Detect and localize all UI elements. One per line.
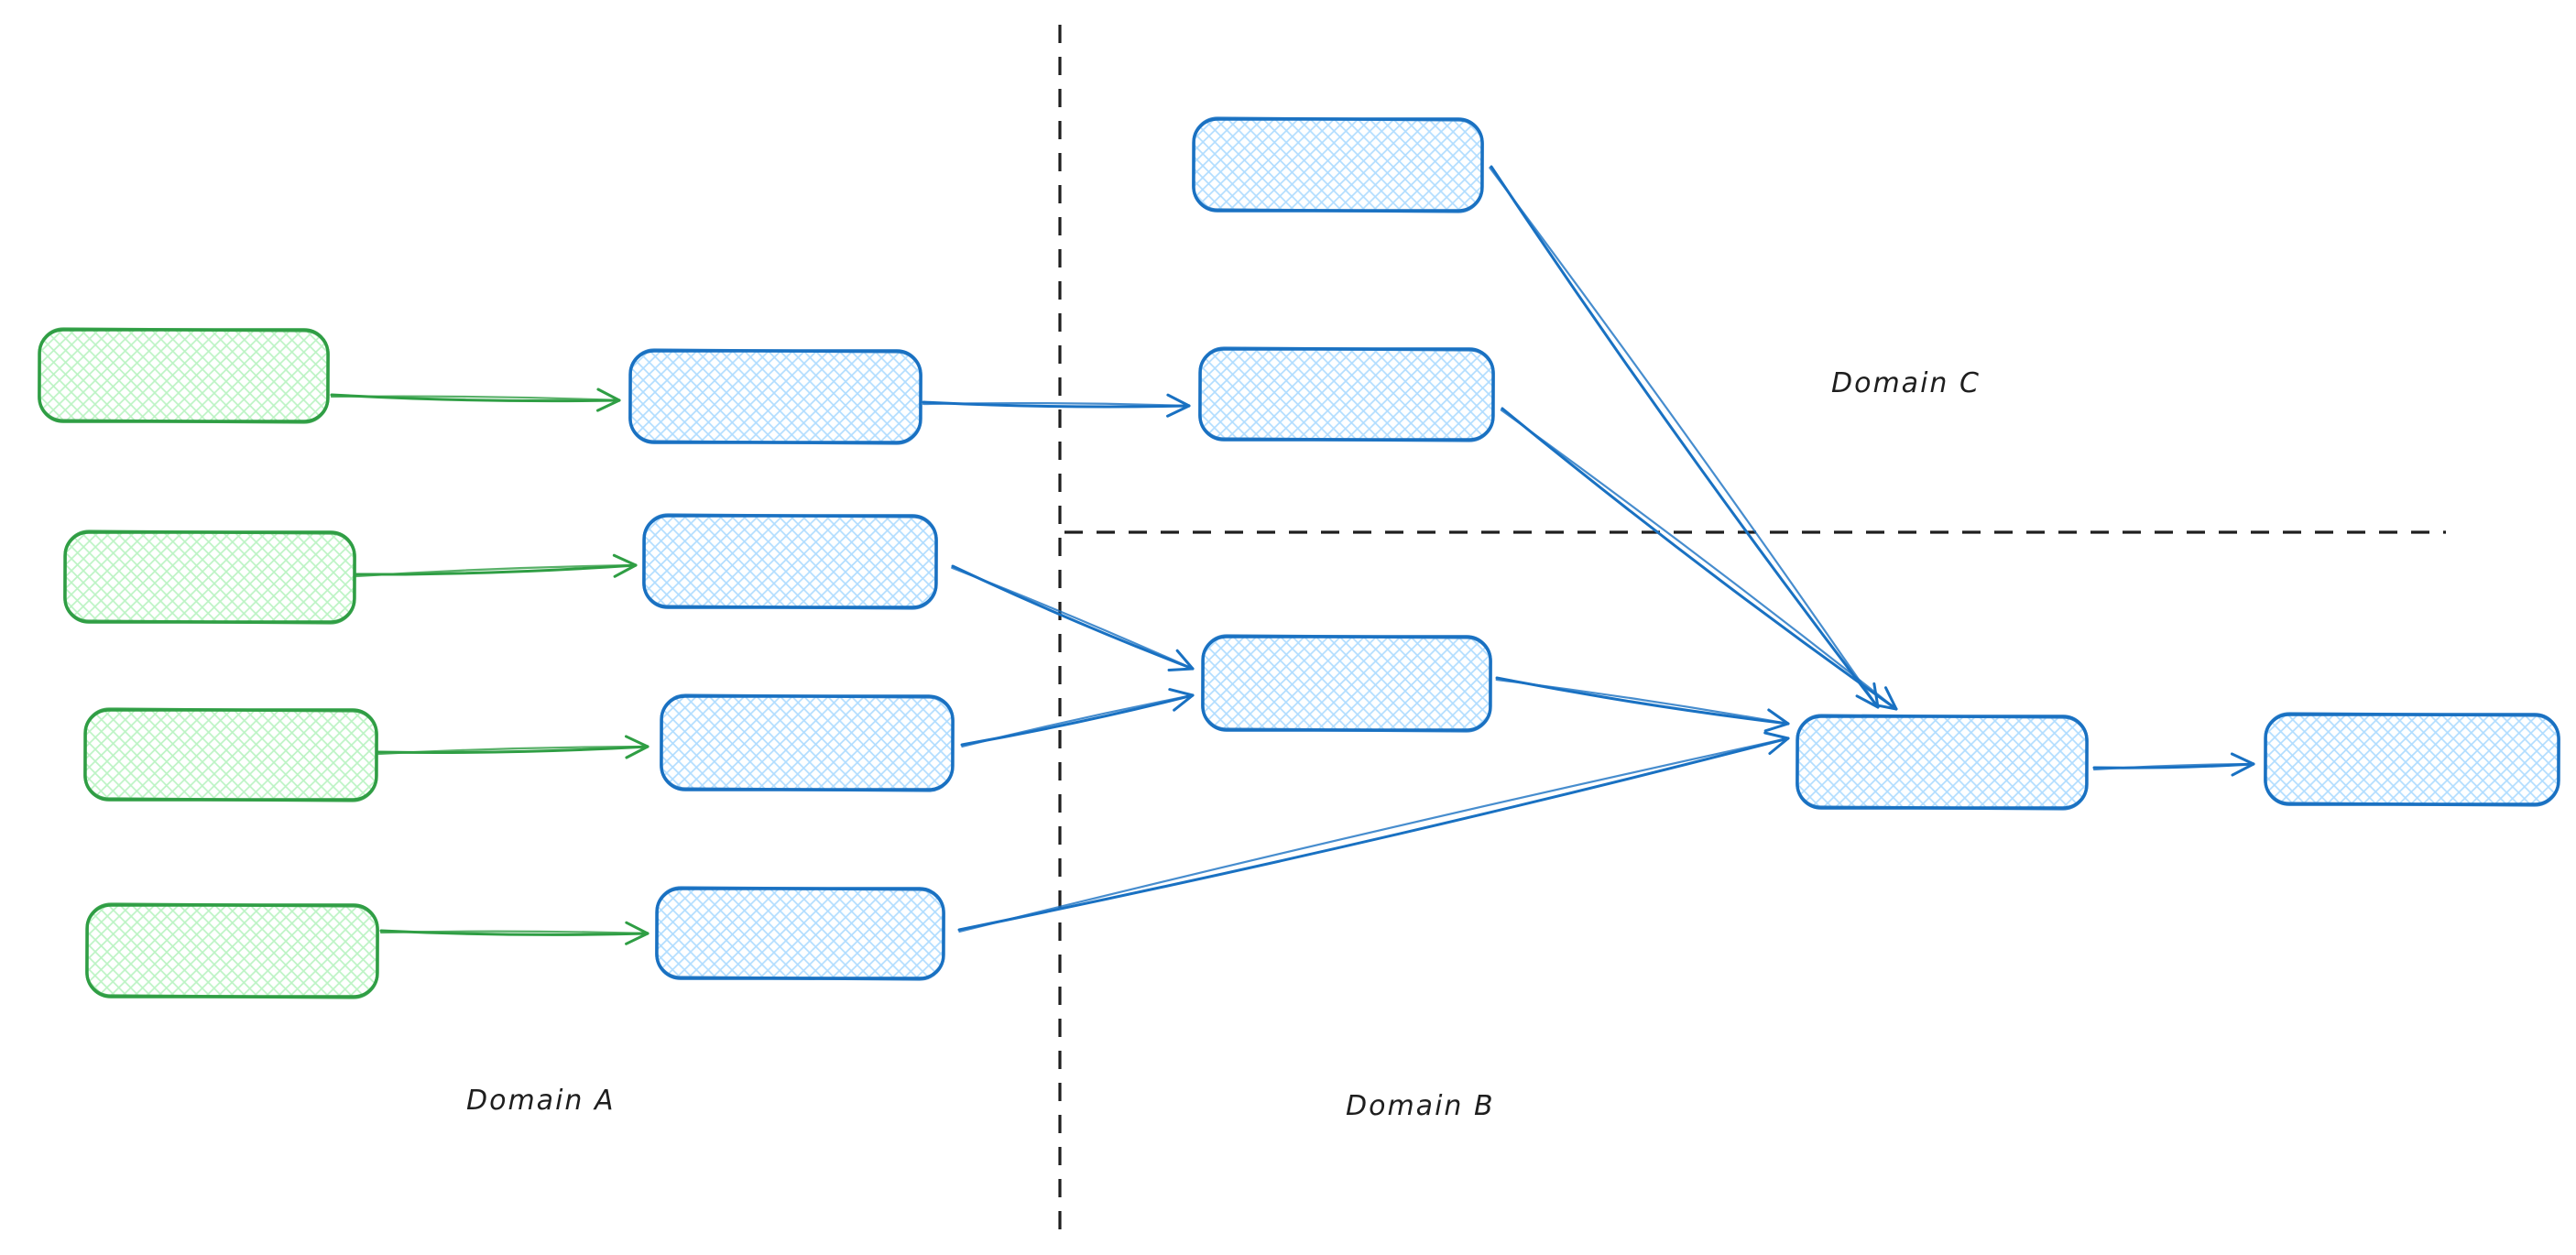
green-2-outline [63, 530, 356, 624]
node-blue-a1[interactable] [628, 348, 922, 445]
blue-final-outline [2264, 713, 2560, 806]
arrow-green4-to-a4 [379, 921, 649, 945]
domain-b-label: Domain B [1346, 1090, 1495, 1122]
blue-c1-outline [1192, 117, 1484, 213]
green-1-outline [38, 328, 330, 423]
arrow-b1-to-hub [1495, 676, 1790, 733]
blue-b1-outline [1201, 635, 1492, 732]
blue-a3-sketch-outline [660, 693, 955, 792]
node-green-4[interactable] [85, 902, 379, 999]
arrow-c2-to-hub [1500, 407, 1898, 711]
green-3-sketch-outline [83, 707, 378, 802]
green-3-outline [83, 708, 378, 802]
blue-a4-outline [655, 887, 945, 980]
blue-hub-sketch-outline [1796, 714, 2089, 811]
arrow-a2-to-b1 [951, 564, 1195, 671]
blue-final-sketch-outline [2264, 712, 2560, 807]
node-blue-a3[interactable] [660, 693, 955, 792]
arrow-green1-to-a1 [330, 387, 621, 412]
node-blue-hub[interactable] [1796, 714, 2089, 811]
domain-c-label: Domain C [1831, 367, 1981, 399]
node-green-1[interactable] [38, 327, 330, 424]
blue-b1-sketch-outline [1201, 634, 1492, 733]
arrow-a4-to-hub [957, 731, 1790, 933]
node-blue-final[interactable] [2264, 712, 2560, 807]
blue-hub-outline [1796, 715, 2089, 810]
node-green-3[interactable] [83, 707, 378, 802]
arrow-c1-to-hub [1489, 165, 1880, 709]
green-4-outline [85, 903, 379, 999]
node-blue-a2[interactable] [642, 513, 938, 610]
blue-a4-sketch-outline [655, 886, 945, 981]
domain-a-label: Domain A [466, 1085, 615, 1117]
arrow-hub-to-final [2092, 752, 2255, 777]
blue-a3-outline [660, 694, 955, 791]
arrow-a1-to-c2 [922, 393, 1191, 418]
green-4-sketch-outline [85, 902, 379, 999]
node-green-2[interactable] [63, 529, 356, 625]
arrow-green2-to-a2 [355, 553, 638, 578]
blue-c1-sketch-outline [1192, 116, 1484, 213]
node-blue-c1[interactable] [1192, 116, 1484, 213]
node-blue-b1[interactable] [1201, 634, 1492, 733]
blue-a2-outline [642, 514, 938, 609]
blue-c2-outline [1198, 347, 1495, 442]
node-blue-a4[interactable] [655, 886, 945, 981]
blue-a2-sketch-outline [642, 513, 938, 610]
blue-c2-sketch-outline [1198, 346, 1495, 442]
blue-a1-sketch-outline [628, 348, 922, 445]
arrow-green3-to-a3 [377, 735, 649, 759]
green-2-sketch-outline [63, 529, 356, 625]
blue-a1-outline [628, 349, 922, 444]
arrow-a3-to-b1 [960, 688, 1195, 748]
green-1-sketch-outline [38, 327, 330, 424]
node-blue-c2[interactable] [1198, 346, 1495, 442]
